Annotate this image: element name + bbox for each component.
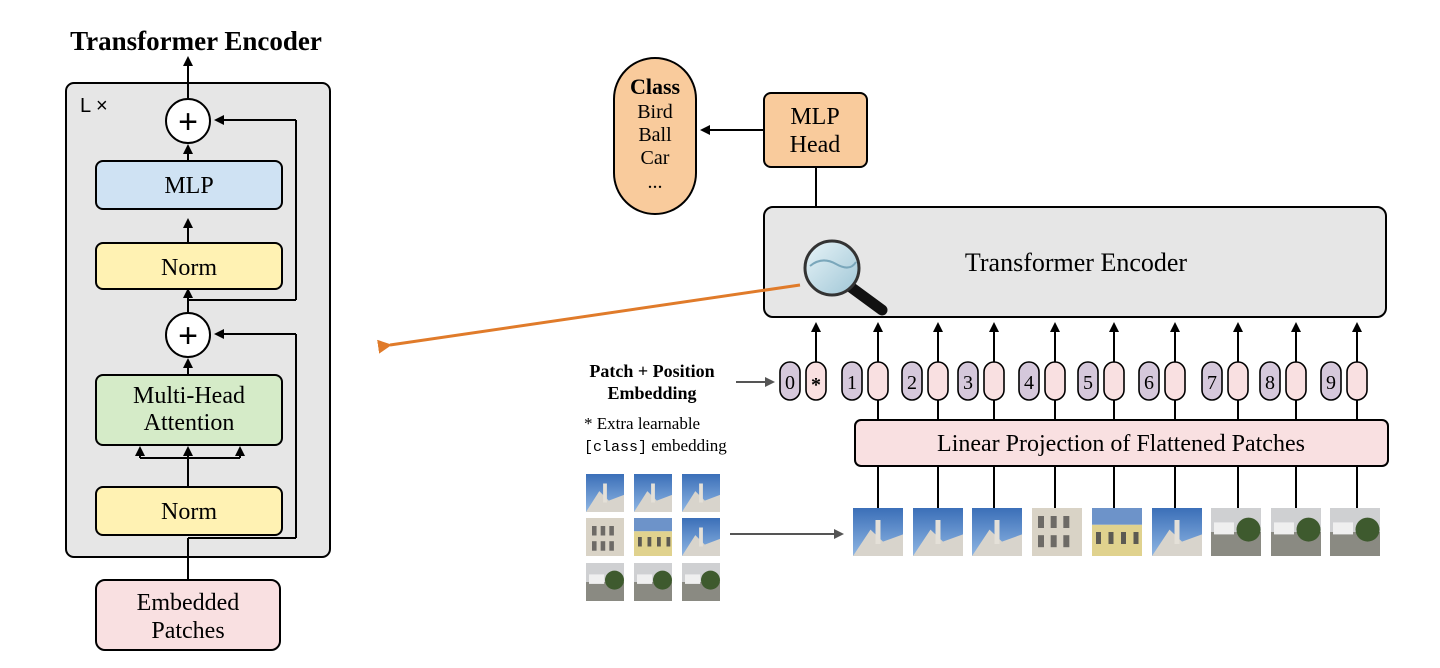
class-item-ball: Ball bbox=[638, 124, 672, 146]
token-6: 6 bbox=[1138, 322, 1186, 420]
token-9: 9 bbox=[1320, 322, 1368, 420]
patch-3 bbox=[972, 508, 1022, 556]
embedded-patches-line2: Patches bbox=[151, 618, 224, 644]
embedding-label-line1: Patch + Position bbox=[589, 361, 714, 381]
mlp-block: MLP bbox=[95, 160, 283, 210]
mlp-label: MLP bbox=[164, 173, 213, 199]
add-symbol: + bbox=[178, 103, 198, 141]
attention-label-line2: Attention bbox=[144, 410, 235, 436]
attention-block: Multi-Head Attention bbox=[95, 374, 283, 446]
add-node-bottom: + bbox=[165, 312, 211, 358]
token-3: 3 bbox=[957, 322, 1005, 420]
patch-8 bbox=[1271, 508, 1321, 556]
grid-patch-8 bbox=[634, 563, 672, 601]
embedded-patches-block: Embedded Patches bbox=[95, 579, 281, 651]
transformer-encoder-block: Transformer Encoder bbox=[763, 206, 1387, 318]
token-position-5: 5 bbox=[1083, 372, 1093, 394]
grid-patch-6 bbox=[682, 518, 720, 556]
patch-6 bbox=[1152, 508, 1202, 556]
token-8: 8 bbox=[1259, 322, 1307, 420]
patch-2 bbox=[913, 508, 963, 556]
embedded-patches-line1: Embedded bbox=[137, 590, 240, 616]
class-embedding-note: [class] embedding bbox=[584, 436, 727, 456]
mlp-head-line2: Head bbox=[790, 132, 841, 158]
image-patch-grid bbox=[586, 474, 720, 601]
token-position-7: 7 bbox=[1207, 372, 1217, 394]
class-token-symbol: * bbox=[811, 374, 821, 396]
mlp-head-block: MLP Head bbox=[763, 92, 868, 168]
patch-5 bbox=[1092, 508, 1142, 556]
patch-9 bbox=[1330, 508, 1380, 556]
add-node-top: + bbox=[165, 98, 211, 144]
token-7: 7 bbox=[1201, 322, 1249, 420]
repeat-label: L × bbox=[80, 95, 108, 117]
class-embedding-text: embedding bbox=[647, 436, 727, 455]
token-position-8: 8 bbox=[1265, 372, 1275, 394]
grid-patch-9 bbox=[682, 563, 720, 601]
token-position-4: 4 bbox=[1024, 372, 1034, 394]
norm-label: Norm bbox=[161, 255, 217, 281]
token-position-3: 3 bbox=[963, 372, 973, 394]
class-title: Class bbox=[630, 74, 681, 99]
extra-learnable-note: * Extra learnable bbox=[584, 414, 700, 433]
norm-block-bottom: Norm bbox=[95, 486, 283, 536]
class-item-car: Car bbox=[641, 147, 670, 169]
grid-patch-5 bbox=[634, 518, 672, 556]
norm-block-top: Norm bbox=[95, 242, 283, 290]
patch-7 bbox=[1211, 508, 1261, 556]
class-item-bird: Bird bbox=[637, 101, 673, 123]
class-item-more: ... bbox=[648, 171, 663, 193]
token-2: 2 bbox=[901, 322, 949, 420]
patch-4 bbox=[1032, 508, 1082, 556]
encoder-detail-title: Transformer Encoder bbox=[70, 26, 322, 56]
token-1: 1 bbox=[841, 322, 889, 420]
token-position-9: 9 bbox=[1326, 372, 1336, 394]
token-5: 5 bbox=[1077, 322, 1125, 420]
patch-sequence bbox=[853, 466, 1380, 556]
attention-label-line1: Multi-Head bbox=[133, 383, 245, 409]
grid-patch-4 bbox=[586, 518, 624, 556]
class-output-box: Class Bird Ball Car ... bbox=[613, 57, 697, 215]
norm-label: Norm bbox=[161, 499, 217, 525]
linear-projection-label: Linear Projection of Flattened Patches bbox=[937, 431, 1305, 457]
grid-patch-1 bbox=[586, 474, 624, 512]
grid-patch-7 bbox=[586, 563, 624, 601]
linear-projection-block: Linear Projection of Flattened Patches bbox=[854, 419, 1389, 467]
token-position-0: 0 bbox=[785, 372, 795, 394]
token-4: 4 bbox=[1018, 322, 1066, 420]
zoom-arrow bbox=[377, 283, 801, 354]
grid-patch-2 bbox=[634, 474, 672, 512]
token-0: 0* bbox=[779, 322, 827, 401]
grid-patch-3 bbox=[682, 474, 720, 512]
token-position-1: 1 bbox=[847, 372, 857, 394]
patch-1 bbox=[853, 508, 903, 556]
embedding-label-line2: Embedding bbox=[607, 383, 696, 403]
token-position-2: 2 bbox=[907, 372, 917, 394]
mlp-head-line1: MLP bbox=[790, 104, 839, 130]
token-position-6: 6 bbox=[1144, 372, 1154, 394]
class-token-code: [class] bbox=[584, 439, 647, 456]
magnifier-icon bbox=[803, 239, 888, 316]
add-symbol: + bbox=[178, 317, 198, 355]
transformer-encoder-label: Transformer Encoder bbox=[965, 248, 1187, 277]
